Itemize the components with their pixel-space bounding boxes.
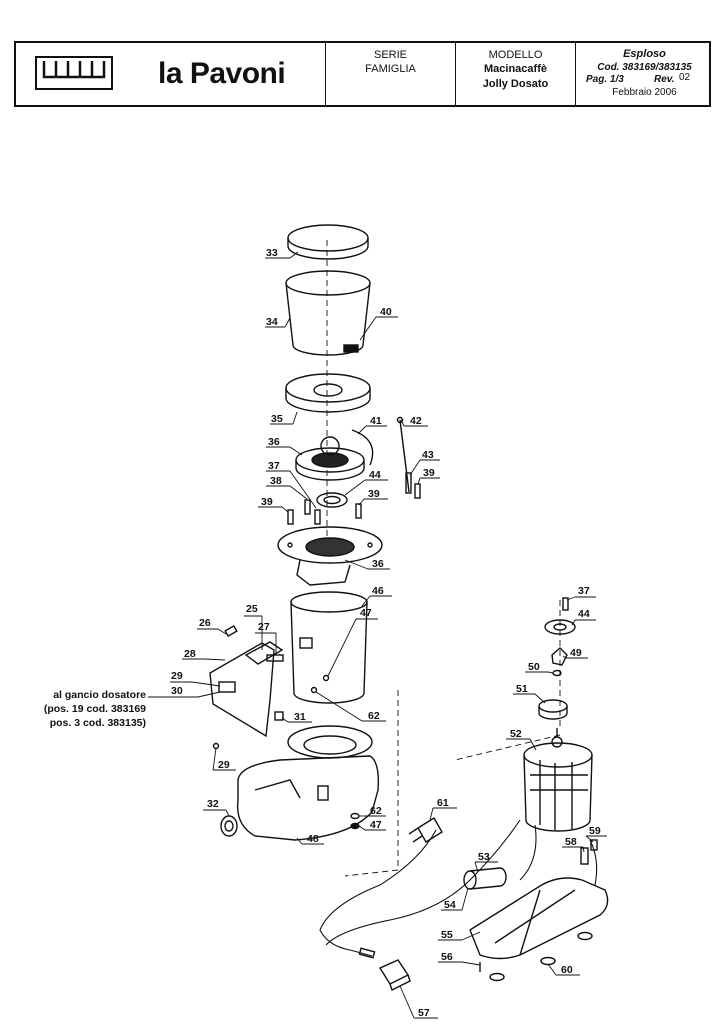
label-39-center: 39: [368, 488, 380, 500]
label-44-right: 44: [578, 608, 590, 620]
note-line-1: al gancio dosatore: [53, 689, 146, 701]
modello-line1: Macinacaffè: [484, 63, 547, 75]
part-36-plate: [277, 526, 383, 586]
doc-code: Cod. 383169/383135: [597, 62, 692, 73]
label-48: 48: [307, 833, 319, 845]
doc-rev-label: Rev.: [654, 74, 675, 85]
note-line-3: pos. 3 cod. 383135): [50, 717, 146, 729]
label-51: 51: [516, 683, 528, 695]
label-37-right: 37: [578, 585, 590, 597]
label-42: 42: [410, 415, 422, 427]
part-51-coupler: [538, 699, 568, 720]
label-47-top: 47: [360, 607, 372, 619]
label-28: 28: [184, 648, 196, 660]
part-44-washer: [316, 492, 348, 508]
part-37-screw: [314, 509, 321, 525]
part-28-bracket: [209, 624, 284, 750]
label-29-top: 29: [171, 670, 183, 682]
part-32-cap: [220, 815, 238, 837]
part-48-base: [236, 725, 380, 841]
modello-label: MODELLO: [488, 49, 543, 61]
label-39-left: 39: [261, 496, 273, 508]
part-58-switch: [580, 847, 589, 865]
label-29-bottom: 29: [218, 759, 230, 771]
label-34: 34: [266, 316, 278, 328]
label-61: 61: [437, 797, 449, 809]
note-line-2: (pos. 19 cod. 383169: [44, 703, 146, 715]
label-55: 55: [441, 929, 453, 941]
part-41-wire: [351, 429, 374, 466]
doc-type: Esploso: [623, 48, 666, 60]
label-62-bottom: 62: [370, 805, 382, 817]
modello-cell: MODELLO Macinacaffè Jolly Dosato: [456, 43, 576, 105]
part-61-plug: [408, 817, 443, 843]
title-block: la Pavoni SERIE FAMIGLIA MODELLO Macinac…: [14, 41, 711, 107]
part-34-hopper: [285, 270, 371, 356]
la-pavoni-logo-icon: [35, 56, 113, 90]
brand-cell: la Pavoni: [16, 43, 326, 105]
label-43: 43: [422, 449, 434, 461]
label-54: 54: [444, 899, 456, 911]
part-44-disc: [544, 619, 576, 635]
label-30: 30: [171, 685, 183, 697]
part-39-screw: [287, 509, 294, 525]
label-36-plate: 36: [372, 558, 384, 570]
part-46-body: [290, 591, 368, 704]
label-36-top: 36: [268, 436, 280, 448]
label-35: 35: [271, 413, 283, 425]
label-46: 46: [372, 585, 384, 597]
part-49-nut: [551, 647, 568, 666]
part-35-ring: [285, 373, 371, 413]
doc-cell: Esploso Cod. 383169/383135 Pag. 1/3 Rev.…: [576, 43, 713, 105]
label-60: 60: [561, 964, 573, 976]
label-25: 25: [246, 603, 258, 615]
part-52-motor: [523, 728, 593, 832]
label-41: 41: [370, 415, 382, 427]
label-39-right: 39: [423, 467, 435, 479]
part-57-switch-box: [378, 959, 411, 991]
label-57: 57: [418, 1007, 430, 1019]
label-58: 58: [565, 836, 577, 848]
label-49: 49: [570, 647, 582, 659]
doc-page: Pag. 1/3: [586, 74, 624, 85]
label-31: 31: [294, 711, 306, 723]
part-38-screw: [304, 499, 311, 515]
label-44-top: 44: [369, 469, 381, 481]
part-55-bottom-plate: [469, 877, 609, 960]
serie-value: FAMIGLIA: [365, 63, 416, 75]
brand-name: la Pavoni: [158, 57, 286, 90]
label-52: 52: [510, 728, 522, 740]
label-47-bottom: 47: [370, 819, 382, 831]
label-37-top: 37: [268, 460, 280, 472]
label-53: 53: [478, 851, 490, 863]
label-56: 56: [441, 951, 453, 963]
label-32: 32: [207, 798, 219, 810]
serie-cell: SERIE FAMIGLIA: [326, 43, 456, 105]
doc-date: Febbraio 2006: [612, 87, 677, 98]
doc-rev-value: 02: [679, 72, 691, 83]
part-42-rod: [396, 416, 410, 493]
serie-label: SERIE: [373, 49, 407, 61]
label-50: 50: [528, 661, 540, 673]
label-27: 27: [258, 621, 270, 633]
label-40: 40: [380, 306, 392, 318]
part-37-screw-right: [562, 597, 569, 611]
label-38: 38: [270, 475, 282, 487]
label-26: 26: [199, 617, 211, 629]
part-60-foot: [489, 972, 505, 982]
part-53-capacitor: [463, 867, 507, 890]
label-59: 59: [589, 825, 601, 837]
part-36-burr-carrier: [295, 436, 365, 481]
label-33: 33: [266, 247, 278, 259]
modello-line2: Jolly Dosato: [482, 78, 549, 90]
label-62-top: 62: [368, 710, 380, 722]
part-43-pin: [405, 472, 412, 494]
part-33-lid: [287, 224, 369, 260]
